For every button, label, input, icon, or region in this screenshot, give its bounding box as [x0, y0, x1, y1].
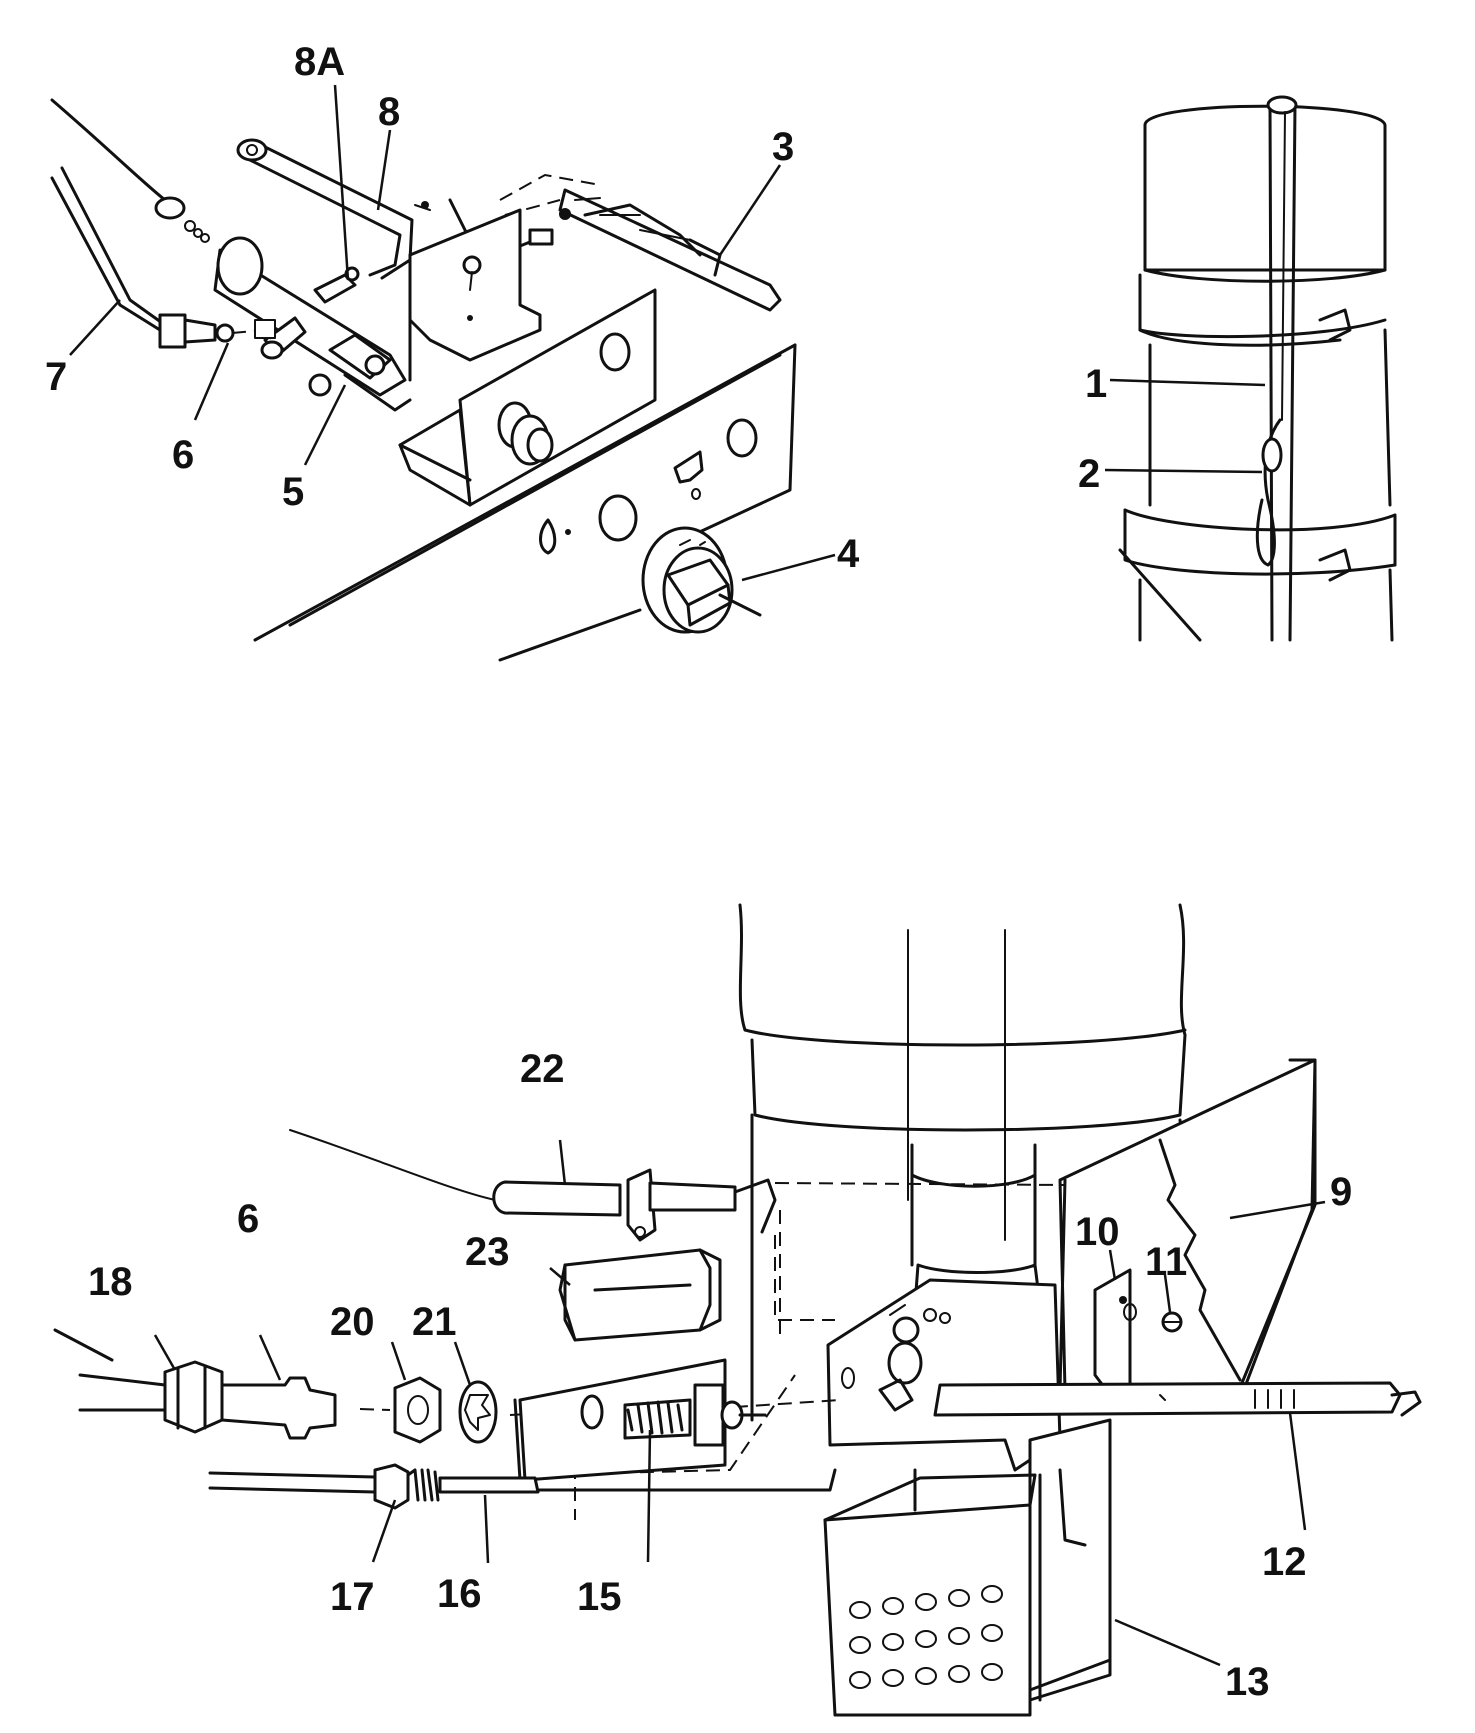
- flame-icon: [539, 518, 557, 555]
- callout-15: 15: [577, 1575, 622, 1619]
- access-box-side: [1028, 1418, 1112, 1702]
- thermocouple-lead: [208, 1471, 377, 1494]
- pilot-assembly-view: [53, 903, 1422, 1717]
- clip-23: [563, 1248, 712, 1342]
- callout-10: 10: [1075, 1210, 1120, 1254]
- callout-20: 20: [330, 1300, 375, 1344]
- cabinet-hole: [726, 418, 758, 458]
- tube-8-nut: [236, 138, 268, 162]
- cabinet-right-edge: [648, 343, 797, 557]
- callout-9: 9: [1330, 1170, 1352, 1214]
- control-assembly-view: [50, 98, 797, 662]
- bracket-5: [328, 333, 392, 380]
- callout-5: 5: [282, 470, 304, 514]
- leader-lines-bottom: [153, 1139, 1326, 1667]
- callout-2: 2: [1078, 452, 1100, 496]
- tube-8: [248, 158, 402, 277]
- leader-lines-top: [69, 84, 836, 582]
- tank-top-cylinder: [1143, 104, 1387, 272]
- cabinet-edge-upper: [253, 343, 797, 642]
- cabinet-lower-edge: [498, 608, 642, 662]
- callout-1: 1: [1085, 362, 1107, 406]
- tube-nut: [154, 196, 186, 220]
- callout-labels: 8A 8 3 7 6 5 4 1 2 22 9 10 11 23 6 18 20…: [45, 40, 1352, 1704]
- callout-17: 17: [330, 1575, 375, 1619]
- bracket-10: [1093, 1268, 1132, 1397]
- gas-tube-upper: [50, 98, 167, 202]
- gas-tube-7: [60, 166, 167, 327]
- tank-band-1: [1138, 273, 1387, 339]
- callout-7: 7: [45, 355, 67, 399]
- gas-tube-7-outer: [50, 176, 162, 332]
- connector-17: [373, 1463, 410, 1510]
- fitting-tip-6: [215, 323, 235, 343]
- probe-16: [438, 1476, 540, 1494]
- vent-holes: [849, 1585, 1003, 1689]
- electrode-3: [558, 188, 782, 312]
- flue-pipe: [910, 1143, 1037, 1267]
- nut-15: [693, 1383, 725, 1447]
- igniter-22: [492, 1180, 622, 1217]
- mount-hole: [887, 1341, 923, 1385]
- hex-nut-18: [163, 1360, 224, 1434]
- tank-lower-left-edge: [738, 903, 747, 1032]
- fitting-thread: [183, 318, 217, 344]
- callout-23: 23: [465, 1230, 510, 1274]
- pilot-mount-plate: [518, 1358, 727, 1482]
- pilot-bracket: [826, 1278, 1062, 1472]
- callout-11: 11: [1145, 1240, 1187, 1284]
- callout-4: 4: [837, 532, 860, 576]
- fitting-6b: [220, 1376, 337, 1440]
- tank-view: [1118, 95, 1397, 642]
- tank-lower-band: [743, 1028, 1187, 1047]
- fitting-8a: [313, 273, 357, 304]
- tube-18: [78, 1373, 167, 1412]
- callout-8: 8: [378, 90, 400, 134]
- callout-6b: 6: [237, 1197, 259, 1241]
- screw-washer: [892, 1316, 920, 1344]
- callout-8a: 8A: [294, 40, 345, 84]
- callout-13: 13: [1225, 1660, 1270, 1704]
- burner-tube-12: [933, 1381, 1402, 1417]
- callout-21: 21: [412, 1300, 457, 1344]
- leader-lines-tank: [1104, 378, 1266, 474]
- callout-12: 12: [1262, 1540, 1307, 1584]
- fitting-nut: [158, 313, 187, 349]
- burner-body: [213, 248, 407, 397]
- lock-nut-20: [393, 1376, 442, 1444]
- igniter-lead: [289, 1129, 496, 1201]
- tank-band-2: [1123, 508, 1397, 532]
- callout-3: 3: [772, 125, 794, 169]
- callout-18: 18: [88, 1260, 133, 1304]
- callout-22: 22: [520, 1047, 565, 1091]
- mounting-bracket: [408, 208, 542, 362]
- viewing-port: [598, 494, 638, 542]
- spring-15: [626, 1400, 684, 1435]
- callout-6: 6: [172, 433, 194, 477]
- thermocouple-tube-1: [1268, 103, 1274, 642]
- callout-16: 16: [437, 1572, 482, 1616]
